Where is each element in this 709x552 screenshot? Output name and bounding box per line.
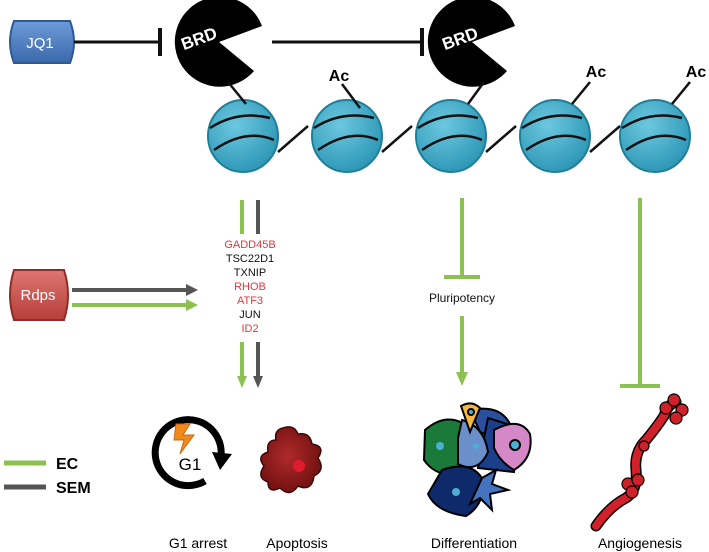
lightning-icon [173,423,195,455]
apoptosis-cell-icon [260,426,322,494]
rdps-label: Rdps [20,287,55,304]
differentiation-cells-icon [422,402,532,518]
acetyl-label-4: Ac [586,64,607,81]
rdps-drug-box: Rdps [9,269,69,321]
gene-rhob: RHOB [234,281,266,293]
gene-atf3: ATF3 [237,295,263,307]
rdps-arrows [72,284,198,311]
jq1-inhibition-arrow [74,28,162,56]
legend-ec-label: EC [56,456,79,473]
acetyl-label-3: Ac [483,64,504,81]
gene-id2: ID2 [241,323,258,335]
jq1-label: JQ1 [26,35,54,52]
pluripotency-label: Pluripotency [429,291,495,305]
g1-arrest-label: G1 arrest [169,535,227,551]
g1-arrest-icon: G1 [151,416,232,490]
gene-tsc22d1: TSC22D1 [226,253,274,265]
angiogenesis-vessel-icon [590,393,689,532]
nucleosome-2 [311,99,383,173]
brd-protein-2: BRD [427,0,515,87]
legend: EC SEM [4,456,91,497]
gene-jun: JUN [239,309,260,321]
differentiation-label: Differentiation [431,535,517,551]
angiogenesis-label: Angiogenesis [598,535,682,551]
angiogenesis-inhibition [620,198,660,388]
gene-pathway-down-arrows [237,342,263,388]
nucleosome-5 [619,99,691,173]
legend-sem-label: SEM [56,480,91,497]
jq1-drug-box: JQ1 [9,20,75,64]
apoptosis-label: Apoptosis [266,535,327,551]
pluripotency-inhibition [444,198,480,279]
g1-label: G1 [179,455,202,474]
gene-list: GADD45B TSC22D1 TXNIP RHOB ATF3 JUN ID2 [224,239,275,335]
gene-txnip: TXNIP [234,267,266,279]
acetyl-tails [227,81,691,109]
differentiation-arrow [456,316,468,386]
nucleosome-1 [207,99,279,173]
brd-inhibition-arrow [272,28,424,56]
acetyl-label-5: Ac [686,64,707,81]
nucleosome-3 [415,99,487,173]
acetyl-label-2: Ac [329,68,350,85]
brd-protein-1: BRD [174,0,262,87]
gene-gadd45b: GADD45B [224,239,275,251]
nucleosome-4 [519,99,591,173]
dna-linker [277,125,621,153]
gene-pathway-top-bars [240,200,260,234]
acetyl-label-1: Ac [220,65,241,82]
